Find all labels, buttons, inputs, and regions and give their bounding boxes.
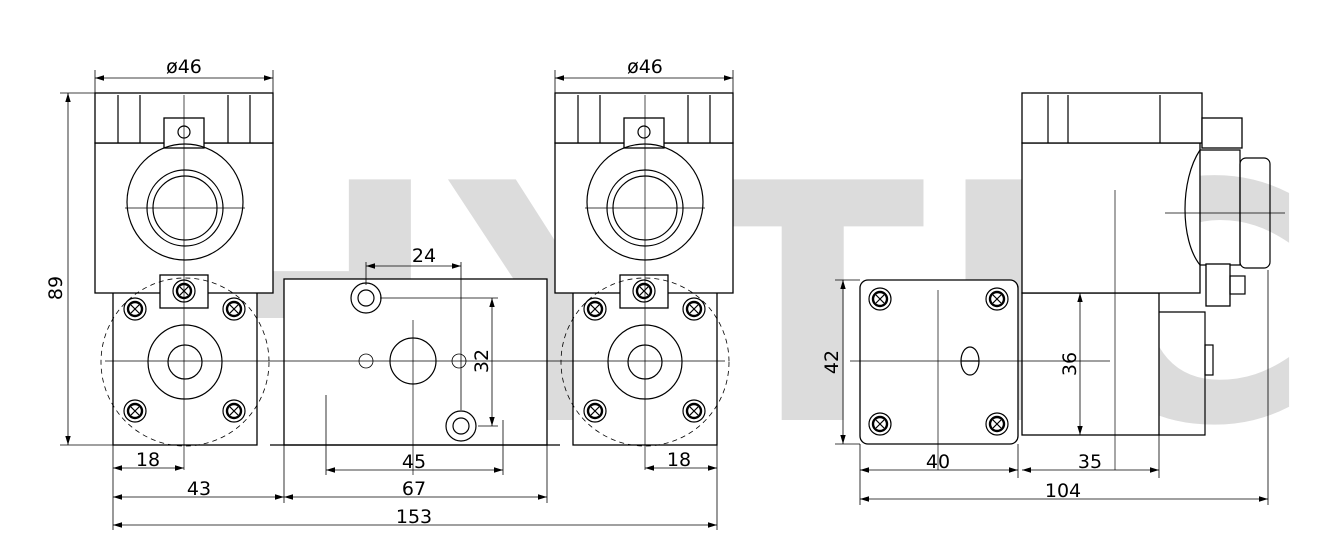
- dim-left-width: 43: [187, 478, 211, 500]
- dim-right-offset: 18: [667, 449, 691, 471]
- side-coil-body: [1021, 292, 1160, 436]
- dim-center-span: 45: [402, 451, 426, 473]
- dim-height-total: 89: [45, 276, 67, 300]
- dim-dia-right: ø46: [627, 56, 663, 78]
- dim-port-spacing: 24: [412, 245, 436, 267]
- dim-side-total: 104: [1045, 480, 1081, 502]
- front-view: [94, 92, 734, 475]
- dim-side-inner: 36: [1059, 352, 1081, 376]
- dim-side-coil: 35: [1078, 451, 1102, 473]
- center-body: [283, 278, 548, 446]
- dimension-lines: [60, 70, 1269, 530]
- dim-side-offset: 40: [926, 451, 950, 473]
- dim-port-height: 32: [471, 349, 493, 373]
- side-view: [850, 92, 1285, 470]
- right-solenoid: [554, 92, 734, 447]
- dim-center-width: 67: [402, 478, 426, 500]
- dim-dia-left: ø46: [166, 56, 202, 78]
- dim-side-height: 42: [821, 350, 843, 374]
- side-mounting-plate: [859, 279, 1019, 445]
- dim-left-offset: 18: [136, 449, 160, 471]
- dim-total-width: 153: [396, 506, 432, 528]
